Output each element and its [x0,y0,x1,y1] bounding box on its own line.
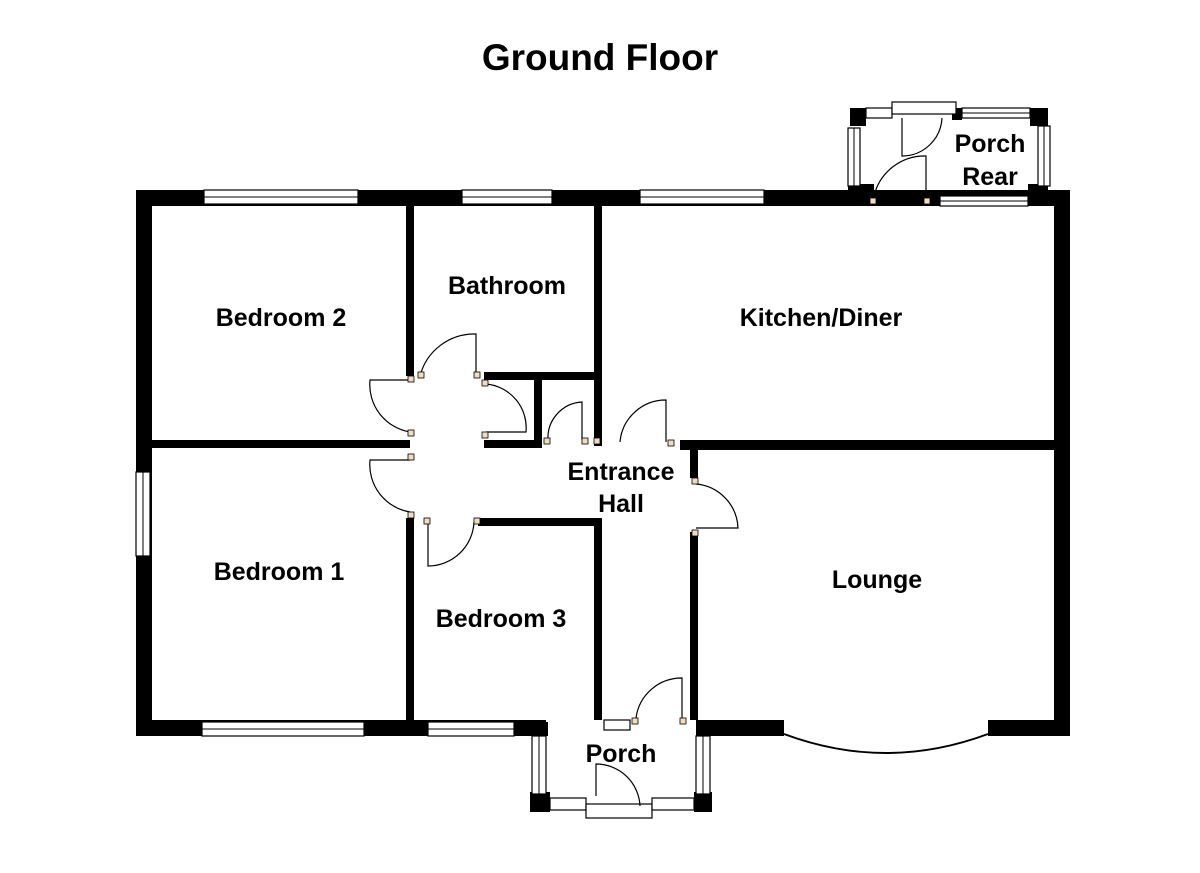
windows [135,189,765,737]
room-label-porch-rear-line1: Porch [955,130,1026,158]
internal-doors [369,333,739,567]
interior-walls [152,206,1054,720]
room-label-porch-rear-line2: Rear [962,163,1018,191]
room-label-entrance-line1: Entrance [568,458,675,486]
room-label-porch: Porch [586,740,657,768]
front-porch [530,677,712,819]
room-label-bedroom1: Bedroom 1 [214,558,345,586]
room-label-bathroom: Bathroom [448,272,566,300]
room-label-bedroom3: Bedroom 3 [436,605,567,633]
plan-title: Ground Floor [482,37,718,78]
lounge-bay-window [783,733,989,754]
room-label-lounge: Lounge [832,566,922,594]
room-label-entrance-line2: Hall [598,490,644,518]
room-label-bedroom2: Bedroom 2 [216,304,347,332]
rear-porch [847,101,1051,207]
room-label-kitchen: Kitchen/Diner [740,304,903,332]
